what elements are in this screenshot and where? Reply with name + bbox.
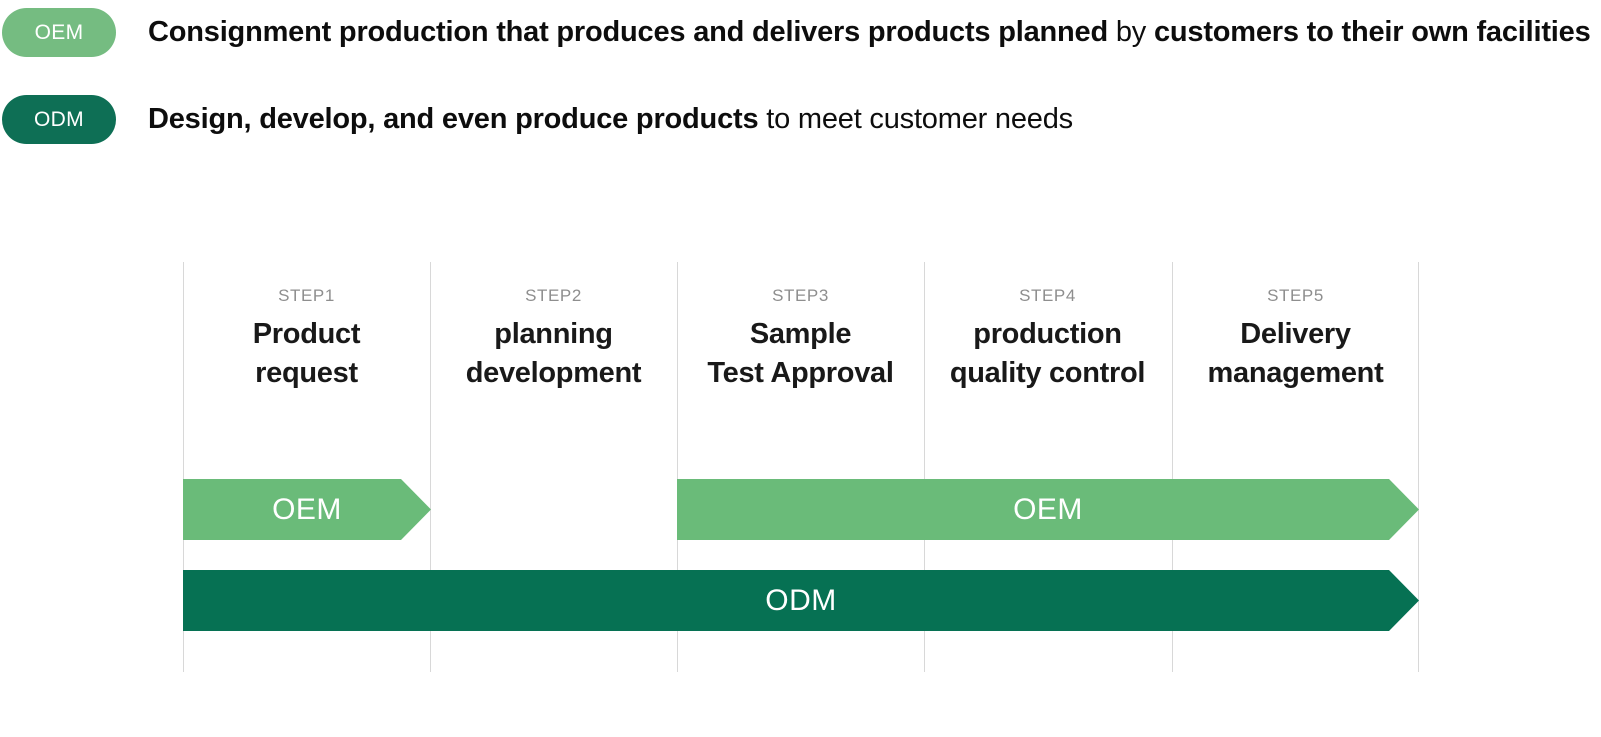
step-5-title-line-1: Delivery	[1240, 318, 1351, 350]
oem-arrow-step1: OEM	[183, 479, 431, 540]
oem-description: Consignment production that produces and…	[148, 16, 1591, 49]
step-4-label: STEP4	[1019, 286, 1076, 305]
column-divider	[1172, 262, 1173, 672]
step-2-title: planning development	[430, 315, 677, 393]
step-4-header: STEP4 production quality control	[924, 262, 1171, 393]
oem-description-bold-1: Consignment production that produces and…	[148, 16, 1108, 48]
oem-description-bold-2: customers to their own facilities	[1153, 16, 1591, 48]
step-1-title: Product request	[183, 315, 430, 393]
step-5-header: STEP5 Delivery management	[1172, 262, 1419, 393]
step-3-title-line-2: Test Approval	[707, 357, 894, 389]
step-3-title: Sample Test Approval	[677, 315, 924, 393]
step-1-title-line-2: request	[255, 357, 358, 389]
odm-arrow-steps1-5-label: ODM	[765, 583, 837, 617]
odm-description-regular: to meet customer needs	[758, 103, 1073, 135]
step-4-title-line-2: quality control	[949, 357, 1146, 389]
oem-badge-label: OEM	[34, 20, 84, 44]
column-divider	[677, 262, 678, 672]
step-5-title-line-2: management	[1207, 357, 1384, 389]
odm-badge: ODM	[2, 95, 116, 144]
column-divider	[1418, 262, 1419, 672]
step-3-title-line-1: Sample	[749, 318, 852, 350]
step-2-header: STEP2 planning development	[430, 262, 677, 393]
step-4-title: production quality control	[924, 315, 1171, 393]
oem-arrow-steps3-5-label: OEM	[1013, 492, 1083, 526]
process-diagram: STEP1 Product request STEP2 planning dev…	[183, 262, 1419, 672]
legend-row-odm: ODM Design, develop, and even produce pr…	[2, 95, 1073, 144]
odm-description-bold: Design, develop, and even produce produc…	[148, 103, 759, 135]
step-1-header: STEP1 Product request	[183, 262, 430, 393]
step-5-title: Delivery management	[1172, 315, 1419, 393]
odm-arrow-steps1-5: ODM	[183, 570, 1419, 631]
odm-description: Design, develop, and even produce produc…	[148, 103, 1073, 136]
column-divider	[924, 262, 925, 672]
step-5-label: STEP5	[1267, 286, 1324, 305]
step-1-label: STEP1	[278, 286, 335, 305]
oem-arrow-steps3-5: OEM	[677, 479, 1419, 540]
step-1-title-line-1: Product	[252, 318, 361, 350]
step-2-label: STEP2	[525, 286, 582, 305]
column-divider	[430, 262, 431, 672]
step-3-header: STEP3 Sample Test Approval	[677, 262, 924, 393]
oem-arrow-step1-label: OEM	[272, 492, 342, 526]
step-3-label: STEP3	[772, 286, 829, 305]
odm-badge-label: ODM	[34, 107, 84, 131]
legend-row-oem: OEM Consignment production that produces…	[2, 8, 1591, 57]
step-4-title-line-1: production	[973, 318, 1122, 350]
column-divider	[183, 262, 184, 672]
oem-badge: OEM	[2, 8, 116, 57]
oem-description-regular: by	[1108, 16, 1154, 48]
step-2-title-line-2: development	[465, 357, 642, 389]
step-2-title-line-1: planning	[494, 318, 613, 350]
